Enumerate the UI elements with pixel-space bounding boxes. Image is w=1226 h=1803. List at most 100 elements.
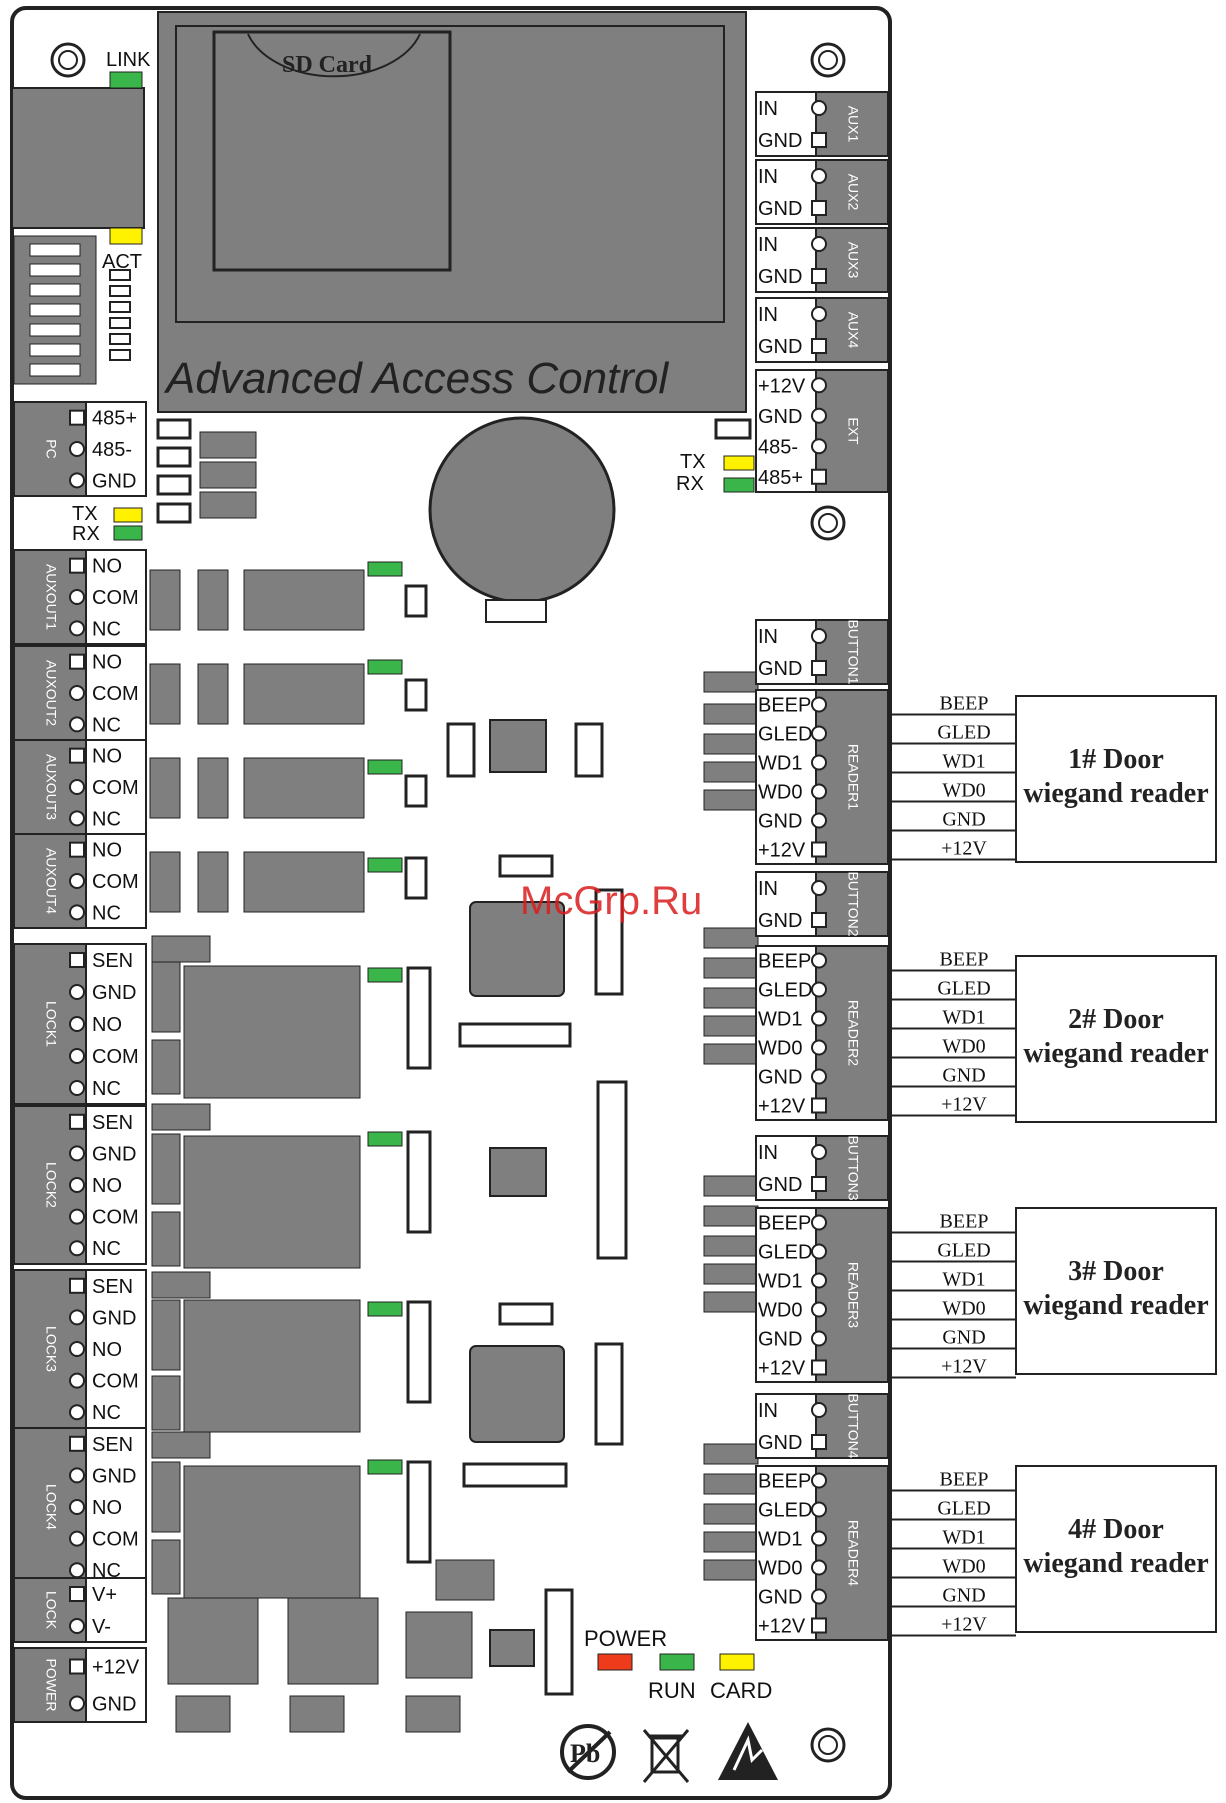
- screw-terminal-round[interactable]: [69, 1618, 85, 1634]
- screw-terminal-square[interactable]: [69, 1277, 85, 1294]
- screw-terminal-round[interactable]: [811, 1301, 827, 1318]
- screw-terminal-round[interactable]: [811, 1243, 827, 1260]
- screw-terminal-round[interactable]: [69, 1562, 85, 1579]
- screw-terminal-square[interactable]: [69, 1435, 85, 1452]
- screw-terminal-square[interactable]: [69, 952, 85, 968]
- screw-terminal-square[interactable]: [811, 468, 827, 485]
- screw-terminal-round[interactable]: [69, 1309, 85, 1326]
- screw-terminal-round[interactable]: [69, 984, 85, 1000]
- screw-terminal-square[interactable]: [811, 132, 827, 148]
- screw-terminal-round[interactable]: [811, 880, 827, 896]
- screw-terminal-round[interactable]: [811, 236, 827, 252]
- screw-terminal-square[interactable]: [811, 200, 827, 216]
- pin-label: +12V: [758, 1358, 806, 1380]
- screw-terminal-round[interactable]: [69, 1404, 85, 1421]
- screw-terminal-round[interactable]: [69, 1695, 85, 1712]
- screw-terminal-square[interactable]: [811, 1434, 827, 1450]
- screw-terminal-square[interactable]: [811, 1617, 827, 1634]
- screw-terminal-square[interactable]: [69, 1658, 85, 1675]
- pin-label: GND: [758, 1587, 802, 1609]
- screw-terminal-round[interactable]: [69, 1145, 85, 1162]
- power-led-label: POWER: [584, 1626, 667, 1651]
- screw-terminal-round[interactable]: [811, 1530, 827, 1547]
- pin-label: COM: [92, 1207, 139, 1229]
- screw-terminal-round[interactable]: [811, 754, 827, 771]
- screw-terminal-square[interactable]: [811, 841, 827, 858]
- screw-terminal-round[interactable]: [69, 1467, 85, 1484]
- screw-terminal-square[interactable]: [811, 1176, 827, 1192]
- screw-terminal-round[interactable]: [69, 685, 85, 701]
- screw-terminal-square[interactable]: [811, 1359, 827, 1376]
- screw-terminal-round[interactable]: [811, 168, 827, 184]
- pin-label: COM: [92, 587, 139, 609]
- screw-terminal-round[interactable]: [811, 1559, 827, 1576]
- screw-terminal-round[interactable]: [69, 873, 85, 889]
- screw-terminal-round[interactable]: [811, 1272, 827, 1289]
- screw-terminal-round[interactable]: [811, 377, 827, 394]
- screw-terminal-round[interactable]: [69, 620, 85, 637]
- screw-terminal-round[interactable]: [69, 1016, 85, 1032]
- pin-label: WD1: [758, 1271, 802, 1293]
- run-led-label: RUN: [648, 1678, 696, 1703]
- screw-terminal-round[interactable]: [69, 1530, 85, 1547]
- terminal-tag: AUX3: [845, 242, 861, 279]
- screw-terminal-round[interactable]: [811, 438, 827, 455]
- screw-terminal-round[interactable]: [69, 1499, 85, 1515]
- screw-terminal-round[interactable]: [811, 1010, 827, 1027]
- screw-terminal-round[interactable]: [811, 306, 827, 322]
- screw-terminal-round[interactable]: [811, 1144, 827, 1160]
- screw-terminal-round[interactable]: [69, 1080, 85, 1096]
- pc-comm-leds: TX RX: [72, 418, 257, 545]
- screw-terminal-round[interactable]: [69, 1048, 85, 1064]
- screw-terminal-square[interactable]: [811, 1097, 827, 1114]
- pin-label: NO: [92, 840, 122, 862]
- screw-terminal-square[interactable]: [69, 557, 85, 574]
- screw-terminal-round[interactable]: [811, 1472, 827, 1489]
- screw-terminal-round[interactable]: [69, 589, 85, 605]
- pin-label: NO: [92, 556, 122, 578]
- screw-terminal-round[interactable]: [69, 1177, 85, 1193]
- screw-terminal-round[interactable]: [811, 952, 827, 969]
- screw-terminal-round[interactable]: [69, 904, 85, 921]
- screw-terminal-round[interactable]: [811, 628, 827, 644]
- screw-terminal-square[interactable]: [811, 268, 827, 284]
- screw-terminal-round[interactable]: [811, 725, 827, 742]
- pin-label: GND: [758, 336, 802, 358]
- screw-terminal-square[interactable]: [69, 1586, 85, 1602]
- screw-terminal-round[interactable]: [811, 1214, 827, 1231]
- screw-terminal-square[interactable]: [811, 912, 827, 928]
- screw-terminal-round[interactable]: [811, 1068, 827, 1085]
- screw-terminal-round[interactable]: [811, 696, 827, 713]
- screw-terminal-round[interactable]: [811, 1588, 827, 1605]
- screw-terminal-round[interactable]: [69, 441, 85, 457]
- screw-terminal-square[interactable]: [69, 841, 85, 858]
- screw-terminal-round[interactable]: [811, 1330, 827, 1347]
- wire-label: GLED: [937, 1498, 990, 1520]
- screw-terminal-square[interactable]: [69, 747, 85, 764]
- screw-terminal-round[interactable]: [69, 1240, 85, 1257]
- screw-terminal-round[interactable]: [811, 783, 827, 800]
- screw-terminal-round[interactable]: [69, 1341, 85, 1357]
- screw-terminal-square[interactable]: [811, 338, 827, 354]
- screw-terminal-round[interactable]: [811, 1039, 827, 1056]
- screw-terminal-round[interactable]: [69, 1372, 85, 1389]
- screw-terminal-round[interactable]: [69, 472, 85, 489]
- screw-terminal-square[interactable]: [69, 409, 85, 426]
- screw-terminal-square[interactable]: [69, 653, 85, 670]
- pin-label: GND: [92, 470, 136, 492]
- screw-terminal-round[interactable]: [811, 407, 827, 424]
- screw-terminal-round[interactable]: [811, 812, 827, 829]
- screw-terminal-round[interactable]: [811, 1501, 827, 1518]
- screw-terminal-round[interactable]: [69, 1208, 85, 1225]
- pin-label: NO: [92, 1014, 122, 1036]
- screw-terminal-square[interactable]: [69, 1113, 85, 1130]
- screw-terminal-round[interactable]: [811, 1402, 827, 1418]
- screw-terminal-round[interactable]: [811, 100, 827, 116]
- screw-terminal-round[interactable]: [811, 981, 827, 998]
- reader-box: [1015, 955, 1217, 1123]
- screw-terminal-round[interactable]: [69, 810, 85, 827]
- screw-terminal-square[interactable]: [811, 660, 827, 676]
- screw-terminal-round[interactable]: [69, 779, 85, 795]
- screw-terminal-round[interactable]: [69, 716, 85, 733]
